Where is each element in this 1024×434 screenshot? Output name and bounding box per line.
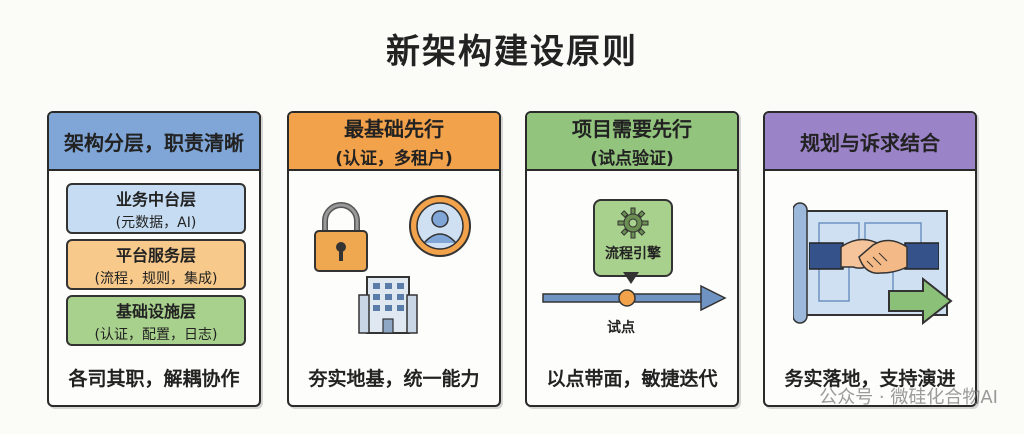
gear-icon xyxy=(617,207,649,239)
card-header: 架构分层，职责清晰 xyxy=(49,113,259,171)
card-header: 规划与诉求结合 xyxy=(765,113,975,171)
bubble-pointer xyxy=(623,272,639,284)
layer-name: 基础设施层 xyxy=(115,301,196,321)
card-title: 最基础先行 xyxy=(344,117,444,141)
principle-card-planning: 规划与诉求结合 务实落地，支持演进 xyxy=(763,111,977,407)
layer-platform: 平台服务层 (流程，规则，集成) xyxy=(66,239,246,290)
layer-desc: (流程，规则，集成) xyxy=(94,270,218,287)
card-header: 最基础先行 (认证，多租户) xyxy=(289,113,499,171)
card-footer: 以点带面，敏捷迭代 xyxy=(546,368,718,390)
card-header: 项目需要先行 (试点验证) xyxy=(527,113,737,171)
pilot-label: 试点 xyxy=(607,320,635,336)
layer-business: 业务中台层 (元数据，AI) xyxy=(66,183,246,234)
user-avatar-icon xyxy=(409,195,471,257)
padlock-icon xyxy=(314,202,368,272)
principle-card-foundation: 最基础先行 (认证，多租户) 夯实地基，统一能力 xyxy=(287,111,501,407)
process-engine-bubble: 流程引擎 xyxy=(593,199,673,277)
watermark: 公众号 · 微硅化合物AI xyxy=(819,387,998,408)
card-footer: 各司其职，解耦协作 xyxy=(68,368,240,390)
page-title: 新架构建设原则 xyxy=(386,32,638,72)
layer-desc: (元数据，AI) xyxy=(115,214,197,231)
arrow-timeline-icon xyxy=(542,284,727,312)
layer-name: 业务中台层 xyxy=(115,189,196,209)
card-footer: 务实落地，支持演进 xyxy=(784,368,956,390)
card-title: 项目需要先行 xyxy=(572,117,692,141)
building-icon xyxy=(358,276,418,334)
card-subtitle: (认证，多租户) xyxy=(335,149,453,169)
principle-card-layering: 架构分层，职责清晰 业务中台层 (元数据，AI) 平台服务层 (流程，规则，集成… xyxy=(47,111,261,407)
engine-label: 流程引擎 xyxy=(605,246,661,262)
layer-infrastructure: 基础设施层 (认证，配置，日志) xyxy=(66,295,246,346)
layer-name: 平台服务层 xyxy=(115,245,196,265)
card-title: 规划与诉求结合 xyxy=(800,130,940,155)
card-subtitle: (试点验证) xyxy=(590,149,674,169)
handshake-icon xyxy=(809,238,939,274)
card-title: 架构分层，职责清晰 xyxy=(64,130,244,155)
arrow-right-icon xyxy=(888,277,953,325)
principle-card-pilot: 项目需要先行 (试点验证) 流程引擎 试点 以点带面，敏捷迭代 xyxy=(525,111,739,407)
layer-desc: (认证，配置，日志) xyxy=(94,326,218,343)
card-footer: 夯实地基，统一能力 xyxy=(308,368,480,390)
